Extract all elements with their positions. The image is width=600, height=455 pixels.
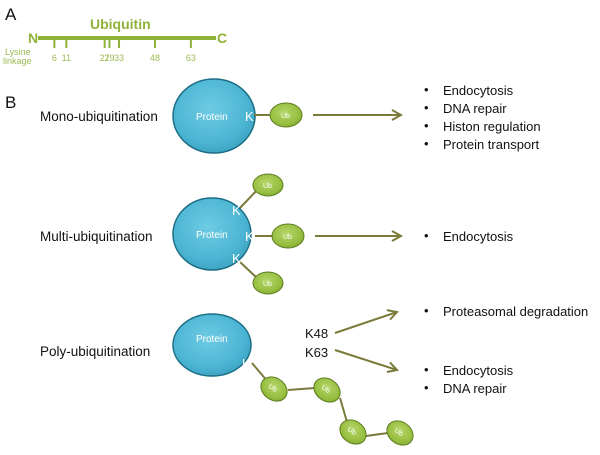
bullet: •: [424, 118, 429, 133]
mono-ubiquitination-row: Mono-ubiquitination Protein K Ub • Endoc…: [40, 78, 541, 154]
outcome-item: Endocytosis: [443, 83, 514, 98]
row-label-multi: Multi-ubiquitination: [40, 229, 153, 244]
protein-label-multi: Protein: [196, 230, 228, 241]
outcome-item: DNA repair: [443, 101, 507, 116]
linker-multi-bottom: [239, 261, 258, 279]
protein-poly: [172, 313, 252, 377]
outcome-item: Endocytosis: [443, 229, 514, 244]
lysine-label-line2: linkage: [3, 56, 32, 66]
lysine-position-label: 63: [186, 53, 196, 63]
ub-label-mono: Ub: [281, 113, 290, 120]
bullet: •: [424, 136, 429, 151]
protein-label-poly: Protein: [196, 334, 228, 345]
n-terminus-label: N: [28, 30, 38, 46]
ub-label-multi-mid: Ub: [283, 234, 292, 241]
arrow-k63: [334, 349, 397, 370]
protein-label-mono: Protein: [196, 112, 228, 123]
ub-multi-mid: [271, 223, 305, 249]
panel-a-label: A: [5, 5, 17, 24]
ub-label-poly-1: Ub: [267, 383, 278, 394]
lysine-label-line1: Lysine: [5, 47, 31, 57]
linker-poly-2: [287, 387, 316, 391]
linker-poly-4: [365, 432, 389, 437]
outcomes-mono: • Endocytosis • DNA repair • Histon regu…: [424, 82, 541, 152]
lysine-position-label: 11: [62, 53, 71, 63]
bullet: •: [424, 362, 429, 377]
lysine-k-mono: K: [245, 109, 254, 124]
lysine-k-multi-top: K: [232, 203, 241, 218]
ub-poly-4: [386, 420, 414, 446]
ub-poly-3: [339, 419, 367, 445]
ub-poly-1: [260, 376, 288, 402]
linkage-k63-label: K63: [305, 345, 328, 360]
ub-label-multi-bottom: Ub: [263, 281, 272, 288]
poly-ubiquitination-row: Poly-ubiquitination Protein K Ub Ub Ub U…: [40, 303, 588, 446]
outcome-item: Proteasomal degradation: [443, 304, 588, 319]
bullet: •: [424, 380, 429, 395]
lysine-position-label: 48: [150, 53, 160, 63]
ub-label-poly-4: Ub: [393, 427, 404, 438]
lysine-k-multi-mid: K: [245, 229, 254, 244]
lysine-position-label: 29: [104, 53, 114, 63]
ub-label-poly-3: Ub: [346, 426, 357, 437]
linker-poly-3: [339, 397, 348, 423]
outcome-item: Protein transport: [443, 137, 539, 152]
row-label-mono: Mono-ubiquitination: [40, 109, 158, 124]
ub-poly-2: [313, 377, 341, 403]
bullet: •: [424, 303, 429, 318]
bullet: •: [424, 100, 429, 115]
ub-mono: [269, 102, 303, 128]
lysine-position-label: 6: [52, 53, 57, 63]
ub-multi-top: [252, 173, 284, 197]
multi-ubiquitination-row: Multi-ubiquitination Protein K K K Ub Ub…: [40, 173, 514, 295]
lysine-position-label: 27: [100, 53, 110, 63]
lysine-position-label: 33: [114, 53, 124, 63]
ubiquitin-title: Ubiquitin: [90, 16, 151, 32]
row-label-poly: Poly-ubiquitination: [40, 344, 150, 359]
panel-b-label: B: [5, 93, 16, 112]
lysine-k-multi-bottom: K: [232, 251, 241, 266]
bullet: •: [424, 228, 429, 243]
ub-multi-bottom: [252, 271, 284, 295]
protein-multi: [172, 197, 252, 271]
c-terminus-label: C: [217, 30, 227, 46]
outcome-item: Histon regulation: [443, 119, 541, 134]
arrow-k48: [334, 312, 397, 334]
ub-label-multi-top: Ub: [263, 183, 272, 190]
outcome-item: DNA repair: [443, 381, 507, 396]
outcome-item: Endocytosis: [443, 363, 514, 378]
ub-label-poly-2: Ub: [320, 384, 331, 395]
bullet: •: [424, 82, 429, 97]
lysine-k-poly: K: [242, 356, 251, 371]
linkage-k48-label: K48: [305, 326, 328, 341]
